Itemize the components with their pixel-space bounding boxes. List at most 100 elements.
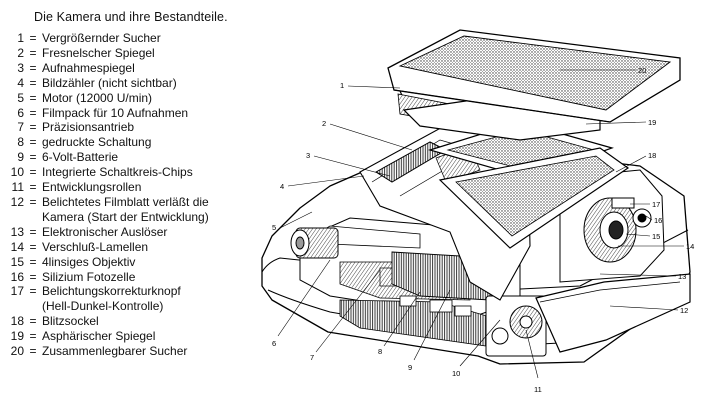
legend-item-text: Kamera (Start der Entwicklung) [42, 209, 209, 224]
legend-item: 19=Asphärischer Spiegel [6, 329, 256, 344]
legend-item-equals: = [29, 284, 37, 299]
legend-item-text: Belichtungskorrekturknopf [42, 284, 181, 299]
legend-item-equals: = [29, 194, 37, 209]
legend-item: 5=Motor (12000 U/min) [6, 91, 256, 106]
lens-housing [559, 169, 665, 283]
developing-rollers [485, 295, 547, 357]
motor [290, 227, 339, 259]
legend-item: 3 = Aufnahmespiegel [6, 61, 256, 76]
legend-item-equals: = [29, 165, 37, 180]
legend-item-number: 11 [11, 180, 24, 195]
legend-item-number [6, 210, 24, 225]
legend-item: 10=Integrierte Schaltkreis-Chips [6, 165, 256, 180]
legend-item-text: Entwicklungsrollen [42, 180, 142, 195]
legend-item-equals: = [29, 239, 37, 254]
legend-item: 11 = Entwicklungsrollen [6, 180, 256, 195]
callout-11: 11 [534, 385, 542, 394]
legend-item: 8 = gedruckte Schaltung [6, 135, 256, 150]
legend-item-equals: = [29, 31, 37, 45]
legend-item-text: (Hell-Dunkel-Kontrolle) [42, 299, 164, 314]
legend-item-text: Verschluß-Lamellen [42, 239, 149, 254]
legend-item-number: 19 [10, 329, 24, 344]
legend-item-number: 1 [17, 31, 24, 45]
callout-3: 3 [306, 151, 310, 160]
legend-item-text: Elektronischer Auslöser [42, 224, 168, 239]
callout-19: 19 [648, 118, 656, 127]
callout-5: 5 [272, 223, 276, 232]
legend-item-number: 14 [10, 239, 24, 254]
legend-item: 1 = Vergrößernder Sucher [6, 31, 256, 46]
legend-item: 4=Bildzähler (nicht sichtbar) [6, 76, 256, 91]
legend-item-equals: = [29, 329, 37, 344]
callout-8: 8 [378, 347, 382, 356]
legend-item-text: Aufnahmespiegel [42, 60, 135, 75]
callout-leaders [277, 69, 684, 379]
legend-item-equals: = [29, 105, 37, 120]
legend-item-equals: = [29, 314, 37, 329]
legend-item-number: 9 [17, 150, 24, 165]
legend-item-equals: = [29, 75, 37, 90]
legend-item-equals: = [29, 344, 37, 359]
legend-item-number: 20 [10, 344, 24, 359]
legend-item-text: Vergrößernder Sucher [42, 31, 161, 45]
callout-numbers: 1 2 3 4 5 6 7 8 9 10 11 12 13 14 15 16 1… [272, 66, 694, 394]
callout-10: 10 [452, 369, 460, 378]
callout-1: 1 [340, 81, 344, 90]
legend-item-text: Präzisionsantrieb [42, 120, 135, 135]
legend-item: 13=Elektronischer Auslöser [6, 225, 256, 240]
legend-item: 15 = 4linsiges Objektiv [6, 255, 256, 270]
camera-cutaway-drawing: 1 2 3 4 5 6 7 8 9 10 11 12 13 14 15 16 1… [261, 29, 694, 394]
legend-item-number: 8 [17, 135, 24, 150]
legend-item-equals: = [29, 254, 37, 269]
legend-item: 20 = Zusammenlegbarer Sucher [6, 344, 256, 359]
legend-item-number: 13 [10, 224, 24, 239]
legend-item-text: 4linsiges Objektiv [42, 254, 136, 269]
legend-item: 7=Präzisionsantrieb [6, 120, 256, 135]
parts-legend: Die Kamera und ihre Bestandteile. 1 = Verg… [6, 6, 256, 359]
legend-item-number: 15 [10, 254, 24, 269]
legend-item: 9 = 6-Volt-Batterie [6, 150, 256, 165]
collapsible-viewfinder [387, 29, 681, 123]
legend-item-number: 17 [10, 284, 24, 299]
legend-item: 16 = Silizium Fotozelle [6, 270, 256, 285]
callout-16: 16 [654, 216, 662, 225]
callout-12: 12 [680, 306, 688, 315]
legend-item-text: Belichtetes Filmblatt verläßt die [42, 194, 209, 209]
legend-item-number [6, 299, 24, 314]
legend-item: (Hell-Dunkel-Kontrolle) [6, 299, 256, 314]
callout-18: 18 [648, 151, 656, 160]
legend-item: Kamera (Start der Entwicklung) [6, 210, 256, 225]
legend-item-number: 18 [10, 314, 24, 329]
legend-item-text: 6-Volt-Batterie [42, 150, 119, 165]
legend-item-equals: = [29, 60, 37, 75]
legend-item-number: 12 [10, 194, 24, 209]
legend-item-number: 16 [10, 269, 24, 284]
legend-item: 6=Filmpack für 10 Aufnahmen [6, 106, 256, 121]
legend-item-number: 2 [17, 45, 24, 60]
legend-item-text: gedruckte Schaltung [42, 135, 152, 150]
callout-7: 7 [310, 353, 314, 362]
callout-20: 20 [638, 66, 646, 75]
legend-item-text: Integrierte Schaltkreis-Chips [42, 165, 193, 180]
ejected-film-sheet [535, 273, 691, 353]
legend-item-number: 6 [17, 105, 24, 120]
legend-item-number: 3 [17, 60, 24, 75]
legend-item: 12 = Belichtetes Filmblatt verläßt die [6, 195, 256, 210]
callout-14: 14 [686, 242, 694, 251]
callout-13: 13 [678, 272, 686, 281]
legend-item-number: 4 [17, 75, 24, 90]
legend-item-equals: = [29, 135, 37, 150]
legend-item-number: 7 [17, 120, 24, 135]
legend-item-equals: = [29, 269, 37, 284]
legend-title: Die Kamera und ihre Bestandteile. [34, 10, 228, 24]
legend-item: 18=Blitzsockel [6, 314, 256, 329]
legend-item-equals: = [29, 150, 37, 165]
legend-item-text: Zusammenlegbarer Sucher [42, 344, 188, 359]
legend-item-text: Fresnelscher Spiegel [42, 45, 155, 60]
legend-item-equals: = [29, 180, 37, 195]
callout-15: 15 [652, 232, 660, 241]
legend-item-text: Silizium Fotozelle [42, 269, 136, 284]
legend-item: 2=Fresnelscher Spiegel [6, 46, 256, 61]
callout-2: 2 [322, 119, 326, 128]
